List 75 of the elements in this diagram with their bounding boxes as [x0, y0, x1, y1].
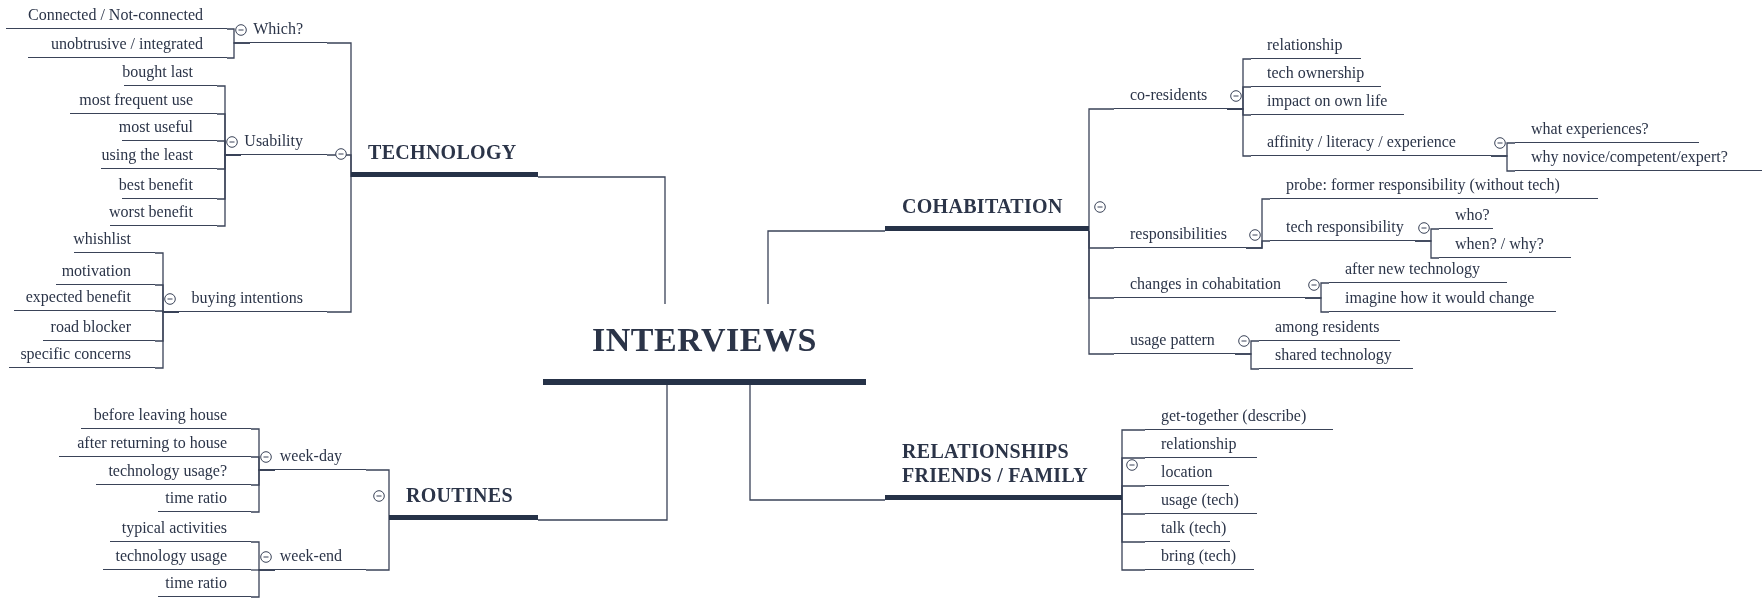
subtopic-label: relationship: [1145, 432, 1257, 458]
connector-line: [216, 154, 242, 227]
subtopic-label: week-day: [275, 444, 366, 470]
connector-line: [1121, 485, 1146, 501]
connector-line: [250, 469, 276, 513]
connector-line: [1490, 155, 1516, 172]
connector-line: [749, 384, 886, 501]
connector-line: [154, 311, 180, 369]
subtopic-label: unobtrusive / integrated: [28, 32, 227, 58]
subtopic-label: tech ownership: [1251, 61, 1381, 87]
subtopic-label: probe: former responsibility (without tech): [1270, 173, 1598, 199]
subtopic-label: expected benefit: [14, 285, 155, 311]
connector-line: [537, 176, 666, 305]
subtopic-label: get-together (describe): [1145, 404, 1333, 430]
subtopic-label: most frequent use: [70, 88, 217, 114]
subtopic-label: what experiences?: [1515, 117, 1699, 143]
main-topic: RELATIONSHIPS FRIENDS / FAMILY: [885, 434, 1122, 500]
subtopic-label: shared technology: [1259, 343, 1413, 369]
subtopic-label: specific concerns: [9, 342, 155, 368]
subtopic-label: tech responsibility: [1270, 215, 1415, 241]
subtopic-label: co-residents: [1114, 83, 1227, 109]
main-topic: ROUTINES: [389, 482, 538, 520]
subtopic-label: after returning to house: [59, 431, 251, 457]
subtopic-label: usage pattern: [1114, 328, 1235, 354]
subtopic-label: time ratio: [158, 486, 251, 512]
subtopic-label: relationship: [1251, 33, 1361, 59]
connector-line: [1234, 353, 1260, 370]
subtopic-label: affinity / literacy / experience: [1251, 130, 1491, 156]
subtopic-label: who?: [1439, 203, 1493, 229]
connector-line: [326, 176, 352, 313]
connector-line: [1088, 108, 1115, 232]
connector-line: [537, 384, 668, 521]
connector-line: [1121, 499, 1146, 571]
subtopic-label: location: [1145, 460, 1229, 486]
subtopic-label: bought last: [124, 60, 217, 86]
subtopic-label: technology usage?: [96, 459, 251, 485]
subtopic-label: responsibilities: [1114, 222, 1246, 248]
subtopic-label: typical activities: [110, 516, 251, 542]
subtopic-label: Usability: [241, 129, 327, 155]
subtopic-label: worst benefit: [110, 200, 217, 226]
connector-line: [767, 230, 886, 305]
subtopic-label: before leaving house: [81, 403, 251, 429]
subtopic-label: technology usage: [103, 544, 251, 570]
subtopic-label: talk (tech): [1145, 516, 1230, 542]
connector-line: [1414, 240, 1440, 259]
subtopic-label: road blocker: [43, 315, 155, 341]
subtopic-label: usage (tech): [1145, 488, 1257, 514]
connector-line: [365, 519, 390, 571]
connector-line: [1245, 240, 1271, 249]
subtopic-label: among residents: [1259, 315, 1400, 341]
connector-line: [365, 469, 390, 521]
main-topic: COHABITATION: [885, 193, 1089, 231]
connector-line: [1304, 297, 1330, 313]
subtopic-label: when? / why?: [1439, 232, 1571, 258]
subtopic-label: why novice/competent/expert?: [1515, 145, 1762, 171]
connector-line: [1226, 108, 1252, 157]
subtopic-label: whishlist: [74, 227, 155, 253]
main-topic: TECHNOLOGY: [351, 139, 538, 177]
subtopic-label: bring (tech): [1145, 544, 1254, 570]
subtopic-label: after new technology: [1329, 257, 1507, 283]
central-topic: INTERVIEWS: [543, 304, 866, 385]
connector-line: [326, 154, 352, 178]
subtopic-label: Which?: [250, 17, 327, 43]
subtopic-label: Connected / Not-connected: [6, 3, 227, 29]
subtopic-label: using the least: [101, 143, 217, 169]
connector-line: [226, 42, 251, 59]
subtopic-label: motivation: [56, 259, 155, 285]
connector-line: [1088, 230, 1115, 355]
subtopic-label: buying intentions: [179, 286, 327, 312]
subtopic-label: impact on own life: [1251, 89, 1404, 115]
subtopic-label: time ratio: [158, 571, 251, 597]
subtopic-label: week-end: [275, 544, 366, 570]
subtopic-label: imagine how it would change: [1329, 286, 1556, 312]
connector-line: [250, 569, 276, 598]
subtopic-label: changes in cohabitation: [1114, 272, 1305, 298]
